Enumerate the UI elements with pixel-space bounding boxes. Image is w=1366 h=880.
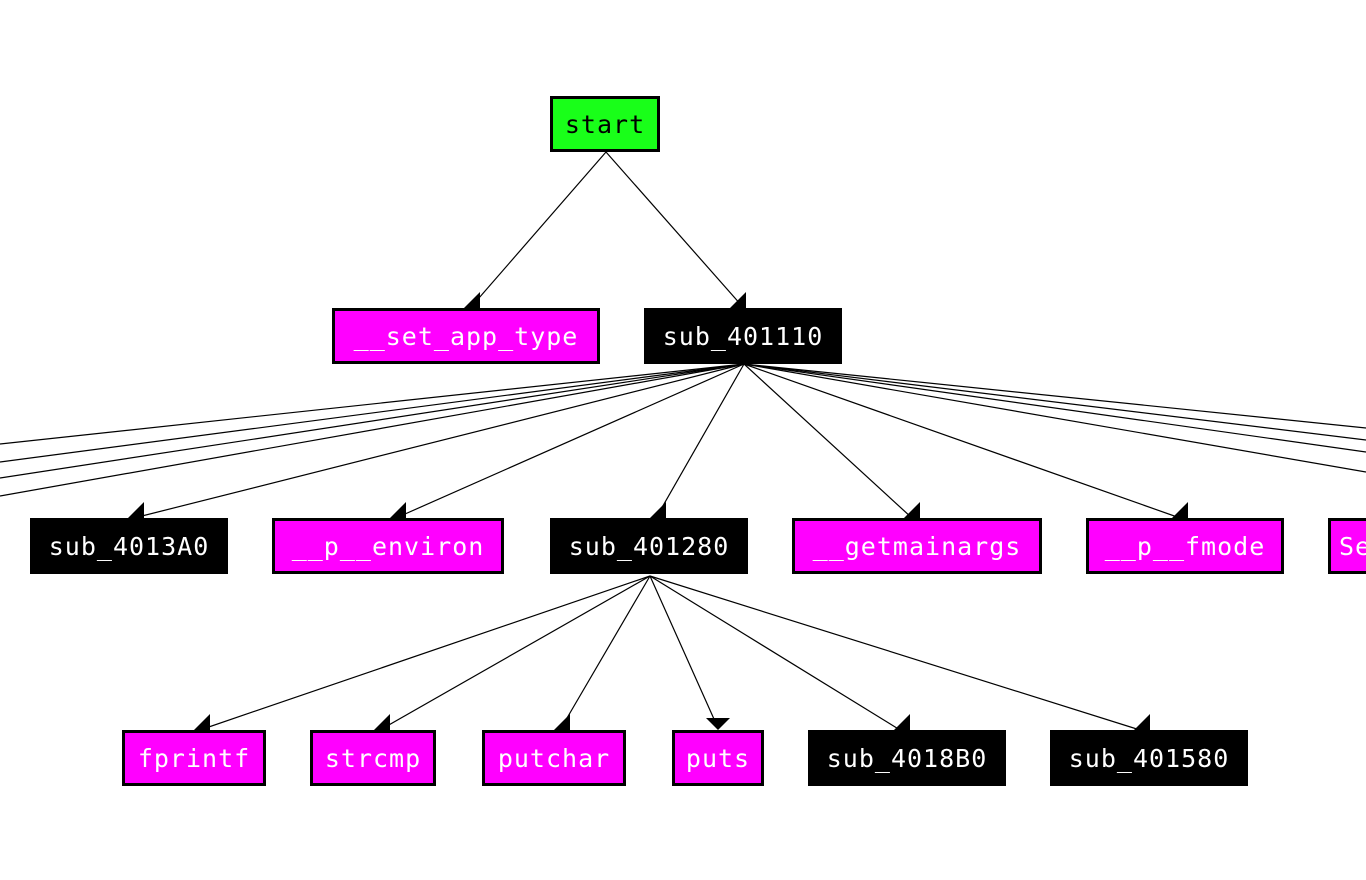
edge-401110-offscreen-right-4 (743, 363, 1366, 473)
edge-401110-401280 (655, 363, 745, 519)
edge-401110-offscreen-left-2 (0, 363, 745, 463)
node-p-fmode[interactable]: __p__fmode (1086, 518, 1284, 574)
edge-401110-offscreen-left-3 (0, 363, 745, 479)
edge-401110-offscreen-right-3 (743, 363, 1366, 453)
edge-401110-fmode (743, 363, 1181, 519)
arrowhead-environ (390, 502, 406, 518)
node-sub-401110[interactable]: sub_401110 (644, 308, 842, 364)
edge-401110-offscreen-right-2 (743, 363, 1366, 441)
node-getmainargs[interactable]: __getmainargs (792, 518, 1042, 574)
arrowhead-401280 (650, 502, 666, 518)
arrowhead-putchar (554, 714, 570, 730)
arrowhead-strcmp (374, 714, 390, 730)
node-strcmp[interactable]: strcmp (310, 730, 436, 786)
arrowhead-puts (706, 718, 730, 730)
edge-401110-getmainargs (743, 363, 913, 519)
edge-401280-strcmp (379, 575, 651, 731)
edge-start-sub-401110 (605, 151, 743, 307)
arrowhead-4013a0 (128, 502, 144, 518)
node-fprintf[interactable]: fprintf (122, 730, 266, 786)
node-sub-4018b0[interactable]: sub_4018B0 (808, 730, 1006, 786)
edge-401110-offscreen-left-4 (0, 363, 745, 497)
node-sub-4013a0[interactable]: sub_4013A0 (30, 518, 228, 574)
arrowhead-401580 (1134, 714, 1150, 730)
node-puts[interactable]: puts (672, 730, 764, 786)
node-putchar[interactable]: putchar (482, 730, 626, 786)
arrowhead-fmode (1172, 502, 1188, 518)
arrowhead-getmainargs (904, 502, 920, 518)
node-sub-401280[interactable]: sub_401280 (550, 518, 748, 574)
edge-401280-401580 (649, 575, 1141, 731)
edge-401280-putchar (559, 575, 651, 731)
edge-start-set-app-type (471, 151, 607, 307)
edge-401110-4013a0 (133, 363, 745, 519)
edge-401110-offscreen-left-1 (0, 363, 745, 445)
node-set-app-type[interactable]: __set_app_type (332, 308, 600, 364)
node-sub-401580[interactable]: sub_401580 (1050, 730, 1248, 786)
edge-401110-environ (395, 363, 745, 519)
edge-401280-fprintf (199, 575, 651, 731)
edge-401280-4018b0 (649, 575, 901, 731)
arrowhead-4018b0 (894, 714, 910, 730)
node-p-environ[interactable]: __p__environ (272, 518, 504, 574)
edge-401110-offscreen-right-1 (743, 363, 1366, 429)
arrowhead-fprintf (194, 714, 210, 730)
arrowhead-sub-401110 (730, 292, 746, 308)
arrowhead-set-app-type (464, 292, 480, 308)
node-se-partial[interactable]: Se (1328, 518, 1366, 574)
edge-401280-puts (649, 575, 719, 729)
node-start[interactable]: start (550, 96, 660, 152)
